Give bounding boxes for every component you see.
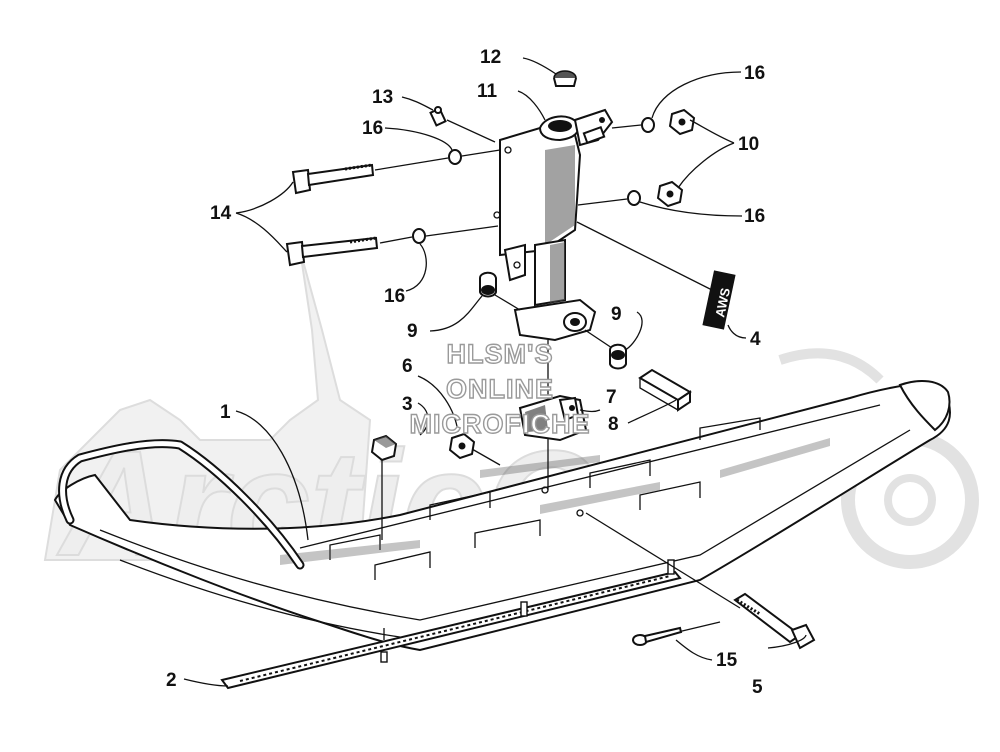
grease-fitting <box>429 106 496 143</box>
ski-body <box>53 379 951 652</box>
decal-label: AWS <box>712 286 733 318</box>
callout-7: 7 <box>606 387 617 408</box>
callout-5: 5 <box>752 677 763 698</box>
callout-13: 13 <box>372 87 393 108</box>
callout-9-right: 9 <box>611 304 622 325</box>
callout-4: 4 <box>750 329 761 350</box>
callout-10: 10 <box>738 134 759 155</box>
callout-16-top-right: 16 <box>744 63 765 84</box>
bushings <box>479 271 627 370</box>
callout-1: 1 <box>220 402 231 423</box>
grease-cap <box>553 70 577 87</box>
bolts <box>285 163 379 267</box>
callout-16-mid-right: 16 <box>744 206 765 227</box>
callout-3: 3 <box>402 394 413 415</box>
watermark-line-1: HLSM'S <box>447 339 554 369</box>
callout-6: 6 <box>402 356 413 377</box>
callout-numbers: 1 2 3 4 5 6 7 8 9 9 10 11 12 13 14 15 16… <box>166 47 765 698</box>
callout-14: 14 <box>210 203 232 224</box>
ski-loop-handle <box>58 439 305 570</box>
callout-16-mid-left: 16 <box>384 286 405 307</box>
callout-9-left: 9 <box>407 321 418 342</box>
callout-leaders <box>183 57 807 687</box>
explode-lines <box>374 124 741 633</box>
spindle-housing <box>493 108 614 490</box>
nuts <box>656 108 696 208</box>
ski-nuts <box>370 432 476 462</box>
callout-16-top-left: 16 <box>362 118 383 139</box>
callout-15: 15 <box>716 650 738 671</box>
watermark-line-2: ONLINE <box>446 374 554 404</box>
watermark-text: HLSM'S ONLINE MICROFICHE <box>409 338 591 439</box>
callout-8: 8 <box>608 414 619 435</box>
aws-decal: AWS <box>702 270 736 330</box>
watermark-line-3: MICROFICHE <box>410 409 591 439</box>
sleeve <box>638 368 692 412</box>
callout-11: 11 <box>477 81 498 102</box>
ski-saddle <box>518 394 588 442</box>
callout-2: 2 <box>166 670 177 691</box>
lock-washers <box>412 117 655 244</box>
cotter-pin <box>632 626 683 646</box>
callout-12: 12 <box>480 47 501 68</box>
